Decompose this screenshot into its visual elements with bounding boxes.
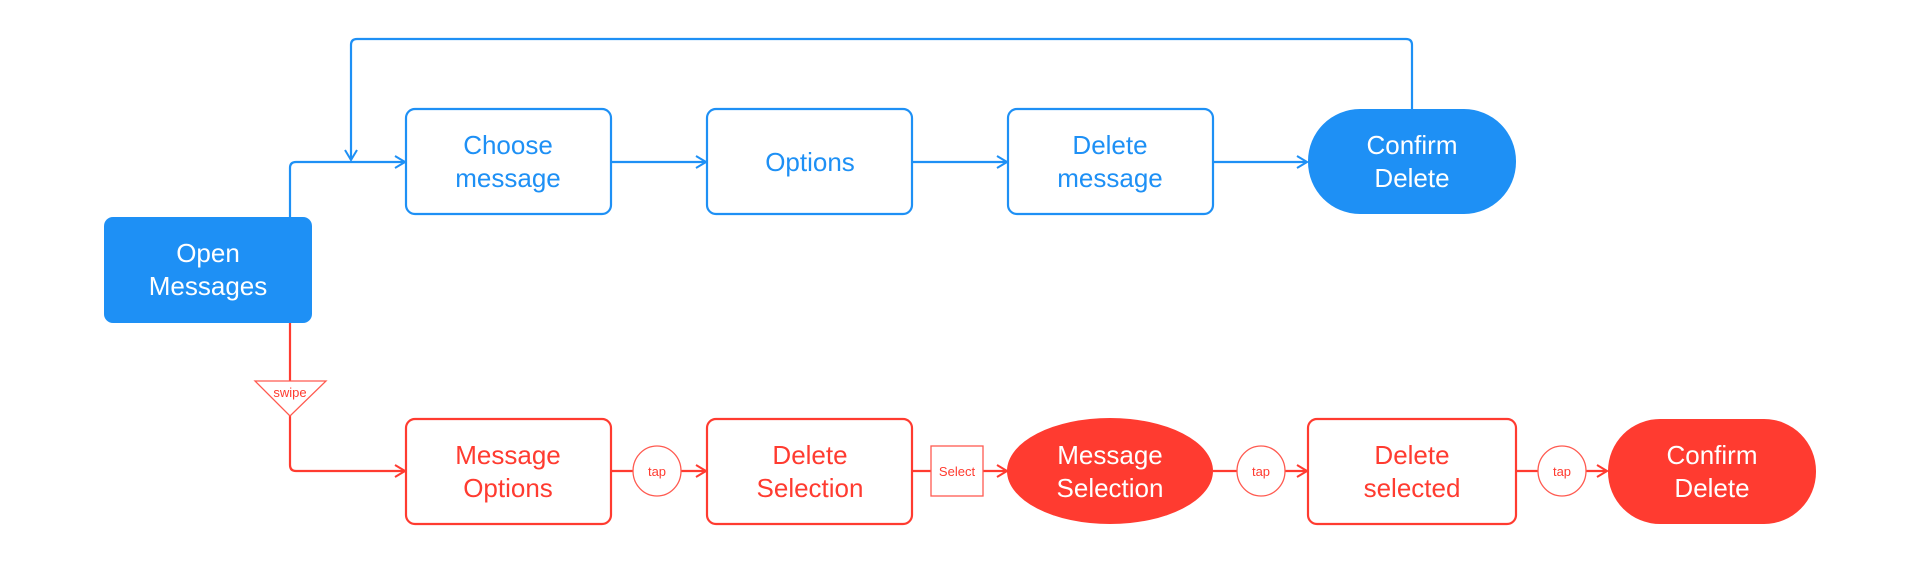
node-confirm-delete-red[interactable]: Confirm Delete (1608, 419, 1816, 524)
node-label: Options (463, 473, 553, 503)
node-label: Open (176, 238, 240, 268)
node-label: Delete (772, 440, 847, 470)
node-label: Options (765, 147, 855, 177)
node-delete-selected[interactable]: Delete selected (1306, 417, 1518, 526)
node-label: Message (1057, 440, 1163, 470)
tap-marker-1: tap (632, 445, 682, 497)
node-options[interactable]: Options (705, 107, 914, 216)
node-label: message (455, 163, 561, 193)
node-delete-selection[interactable]: Delete Selection (705, 417, 914, 526)
node-label: Selection (1057, 473, 1164, 503)
node-choose-message[interactable]: Choose message (404, 107, 613, 216)
node-label: Confirm (1366, 130, 1457, 160)
connector-label: tap (1553, 464, 1571, 479)
node-label: Choose (463, 130, 553, 160)
node-label: Confirm (1666, 440, 1757, 470)
node-confirm-delete-blue[interactable]: Confirm Delete (1308, 109, 1516, 214)
node-message-selection[interactable]: Message Selection (1007, 418, 1213, 524)
connector-label: Select (939, 464, 976, 479)
node-label: Delete (1072, 130, 1147, 160)
loop-back-arrow (351, 37, 1414, 160)
swipe-to-message-options-arrow (288, 414, 405, 471)
node-label: Delete (1374, 440, 1449, 470)
node-label: Messages (149, 271, 268, 301)
connector-label: tap (648, 464, 666, 479)
tap-marker-2: tap (1236, 445, 1286, 497)
node-label: Message (455, 440, 561, 470)
node-open-messages[interactable]: Open Messages (104, 217, 312, 323)
connector-label: tap (1252, 464, 1270, 479)
node-message-options[interactable]: Message Options (404, 417, 613, 526)
node-label: Selection (757, 473, 864, 503)
tap-marker-3: tap (1537, 445, 1587, 497)
select-marker: Select (930, 445, 984, 497)
connector-label: swipe (273, 385, 306, 400)
start-to-choose-arrow (288, 162, 405, 217)
node-label: message (1057, 163, 1163, 193)
node-label: Delete (1674, 473, 1749, 503)
node-label: selected (1364, 473, 1461, 503)
swipe-gesture-marker: swipe (253, 380, 328, 417)
node-label: Delete (1374, 163, 1449, 193)
node-delete-message[interactable]: Delete message (1006, 107, 1215, 216)
